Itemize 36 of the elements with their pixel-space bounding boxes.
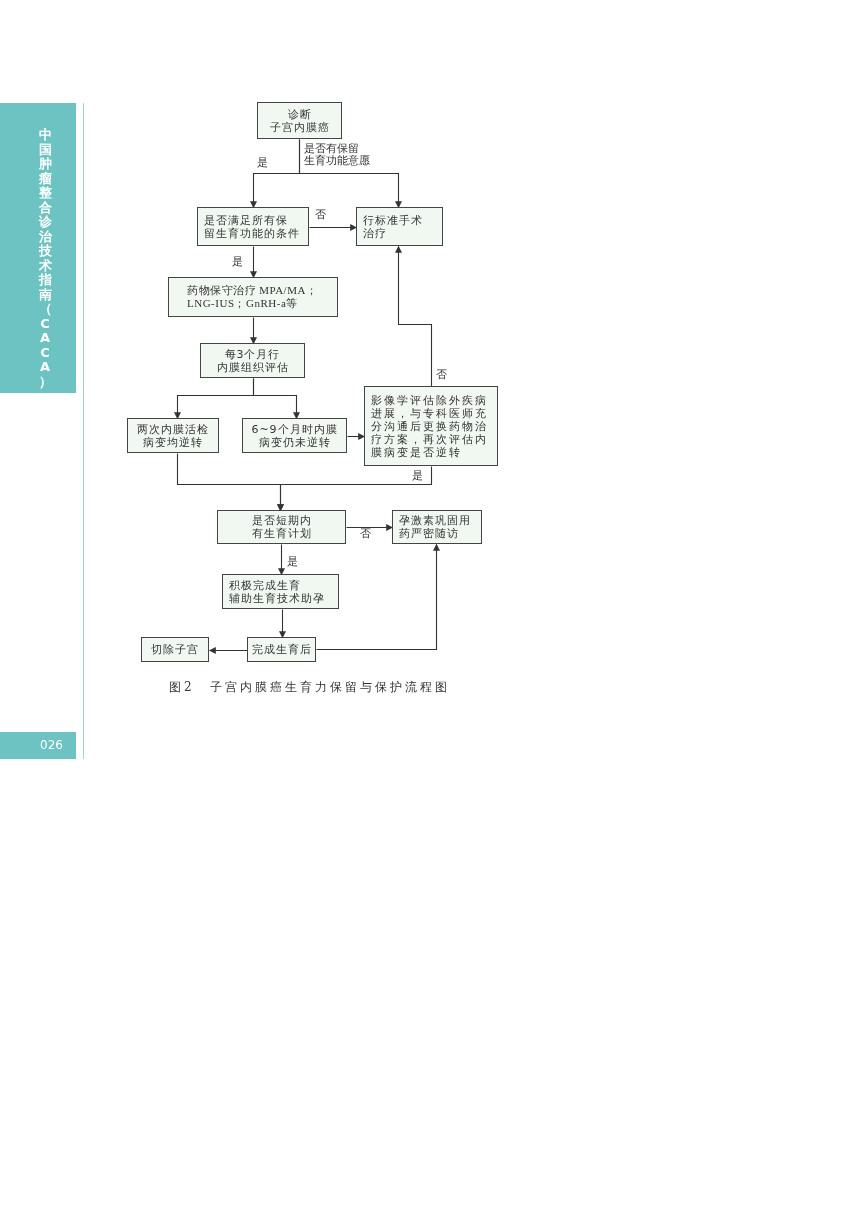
arrow — [298, 138, 402, 209]
arrow — [252, 377, 300, 420]
process-box: 两次内膜活检病变均逆转 — [127, 418, 219, 453]
process-box: 影像学评估除外疾病进展，与专科医师充分沟通后更换药物治疗方案，再次评估内膜病变是否逆转 — [364, 386, 498, 466]
arrow — [208, 647, 249, 654]
process-box: 6~9个月时内膜病变仍未逆转 — [242, 418, 347, 453]
process-box: 是否短期内有生育计划 — [217, 510, 346, 544]
arrow — [345, 524, 394, 531]
edge-label: 否 — [359, 528, 372, 540]
process-box: 孕激素巩固用药严密随访 — [392, 510, 482, 544]
edge-label: 否 — [435, 369, 448, 381]
arrow — [278, 543, 285, 576]
process-box: 行标准手术治疗 — [356, 207, 443, 246]
edge-label: 否 — [314, 209, 327, 221]
page-number: 026 — [40, 738, 63, 752]
process-box: 完成生育后 — [247, 637, 316, 662]
arrow — [277, 465, 433, 512]
process-box: 药物保守治疗 MPA/MA；LNG-IUS；GnRH-a等 — [168, 277, 338, 317]
arrow — [395, 245, 433, 388]
process-box: 诊断 子宫内膜癌 — [257, 102, 342, 139]
edge-label: 是 — [231, 256, 244, 268]
arrow — [315, 543, 440, 651]
edge-label: 是 — [411, 470, 424, 482]
arrow — [279, 608, 286, 639]
arrow — [308, 224, 358, 231]
process-box: 切除子宫 — [141, 637, 209, 662]
process-box: 积极完成生育辅助生育技术助孕 — [222, 574, 339, 609]
arrow — [346, 433, 366, 440]
question-text: 是否有保留生育功能意愿 — [303, 143, 371, 167]
process-box: 每3个月行内膜组织评估 — [200, 343, 305, 378]
arrow — [250, 316, 257, 345]
side-title: 中国肿瘤整合诊治技术指南（CACA） — [37, 128, 53, 389]
edge-label: 是 — [256, 157, 269, 169]
edge-label: 是 — [286, 556, 299, 568]
process-box: 是否满足所有保留生育功能的条件 — [197, 207, 309, 246]
arrow — [250, 245, 257, 279]
